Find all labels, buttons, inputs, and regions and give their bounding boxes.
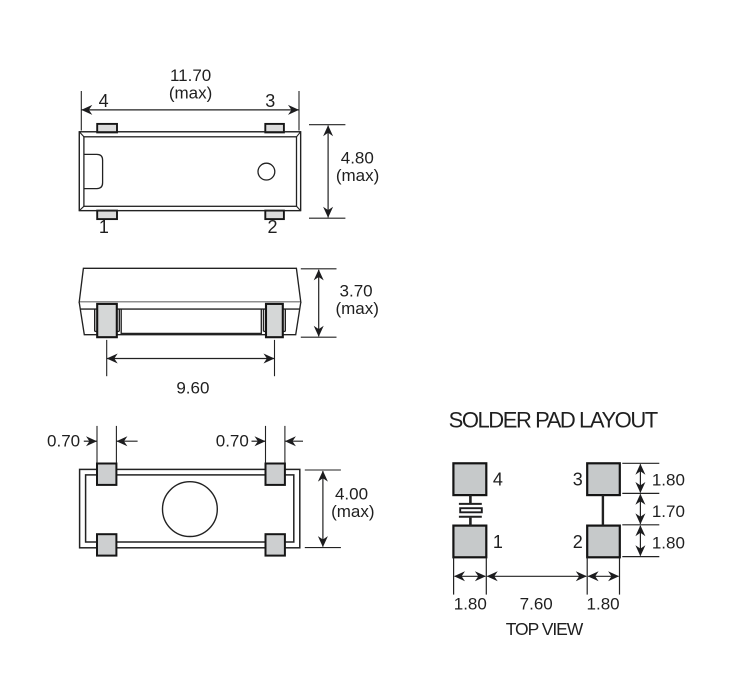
svg-text:2: 2 (267, 217, 277, 237)
svg-text:1.80: 1.80 (454, 595, 487, 614)
svg-text:9.60: 9.60 (176, 378, 209, 397)
svg-text:(max): (max) (169, 84, 212, 103)
svg-text:(max): (max) (331, 502, 374, 521)
svg-text:1: 1 (99, 217, 109, 237)
svg-text:4: 4 (99, 91, 109, 111)
svg-text:11.70: 11.70 (170, 66, 211, 85)
svg-text:1: 1 (493, 532, 503, 552)
svg-text:3: 3 (265, 91, 275, 111)
svg-text:SOLDER PAD LAYOUT: SOLDER PAD LAYOUT (449, 407, 658, 432)
svg-text:0.70: 0.70 (216, 432, 249, 451)
svg-text:7.60: 7.60 (520, 595, 553, 614)
svg-text:1.80: 1.80 (652, 533, 685, 552)
svg-text:1.80: 1.80 (652, 471, 685, 490)
svg-text:4.80: 4.80 (341, 149, 374, 168)
svg-text:TOP VIEW: TOP VIEW (506, 619, 584, 639)
svg-text:(max): (max) (335, 299, 378, 318)
svg-text:1.70: 1.70 (652, 502, 685, 521)
svg-text:4: 4 (493, 469, 503, 489)
svg-text:1.80: 1.80 (587, 595, 620, 614)
svg-text:4.00: 4.00 (335, 485, 368, 504)
svg-text:(max): (max) (336, 166, 379, 185)
svg-text:3: 3 (573, 469, 583, 489)
svg-text:0.70: 0.70 (47, 432, 80, 451)
svg-text:2: 2 (573, 532, 583, 552)
svg-text:3.70: 3.70 (340, 281, 373, 300)
